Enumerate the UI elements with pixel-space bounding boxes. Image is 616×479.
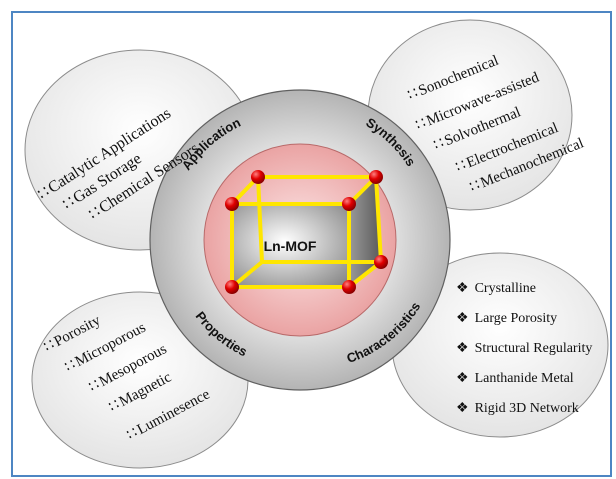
characteristics-item: ❖Lanthanide Metal	[456, 371, 574, 386]
node	[369, 170, 383, 184]
node	[251, 170, 265, 184]
node	[225, 197, 239, 211]
node	[374, 255, 388, 269]
node	[225, 280, 239, 294]
characteristics-item: ❖Large Porosity	[456, 311, 557, 326]
mof-cube: Ln-MOF	[225, 170, 388, 294]
node	[342, 197, 356, 211]
characteristics-item: ❖Rigid 3D Network	[456, 401, 579, 416]
characteristics-item: ❖Crystalline	[456, 281, 536, 296]
cube-nodes	[225, 170, 388, 294]
characteristics-item: ❖Structural Regularity	[456, 341, 592, 356]
cube-side-face	[349, 177, 381, 287]
center-label: Ln-MOF	[264, 238, 317, 254]
node	[342, 280, 356, 294]
characteristics-list: ❖Crystalline ❖Large Porosity ❖Structural…	[456, 281, 592, 416]
